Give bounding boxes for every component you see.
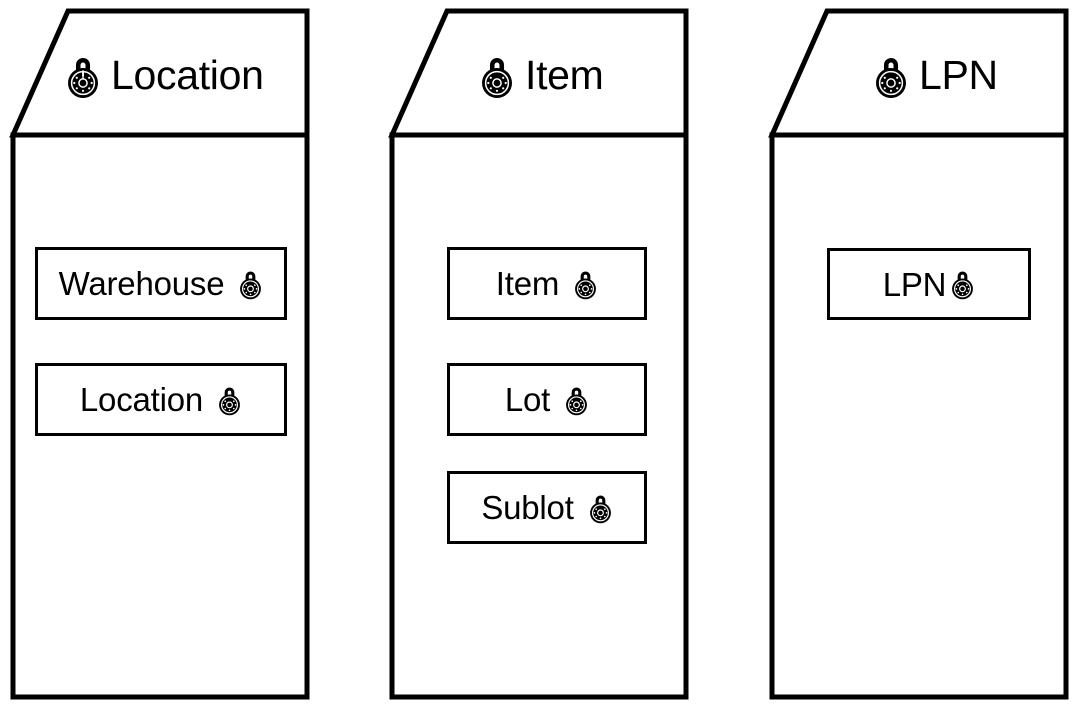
entity-label-item: Item [495,265,560,302]
entity-label-lpn: LPN [882,265,947,303]
column-location[interactable]: Location Warehouse [9,8,310,700]
entity-label-sublot: Sublot [481,489,574,526]
combination-padlock-icon [564,384,589,416]
column-lpn-outline [768,8,1069,700]
entity-label-warehouse: Warehouse [58,265,225,302]
column-lpn[interactable]: LPN LPN [768,8,1069,700]
column-item[interactable]: Item Item [388,8,689,700]
entity-box-item[interactable]: Item [447,247,647,320]
combination-padlock-icon [573,268,598,300]
column-item-outline [388,8,689,700]
column-location-outline [9,8,310,700]
combination-padlock-icon [238,268,263,300]
combination-padlock-icon [217,384,242,416]
entity-box-sublot[interactable]: Sublot [447,471,647,544]
combination-padlock-icon [588,492,613,524]
entity-label-location: Location [79,381,204,418]
entity-box-warehouse[interactable]: Warehouse [35,247,287,320]
entity-label-lot: Lot [504,381,551,418]
entity-box-location[interactable]: Location [35,363,287,436]
entity-box-lot[interactable]: Lot [447,363,647,436]
entity-box-lpn[interactable]: LPN [827,248,1031,320]
combination-padlock-icon [950,268,975,300]
